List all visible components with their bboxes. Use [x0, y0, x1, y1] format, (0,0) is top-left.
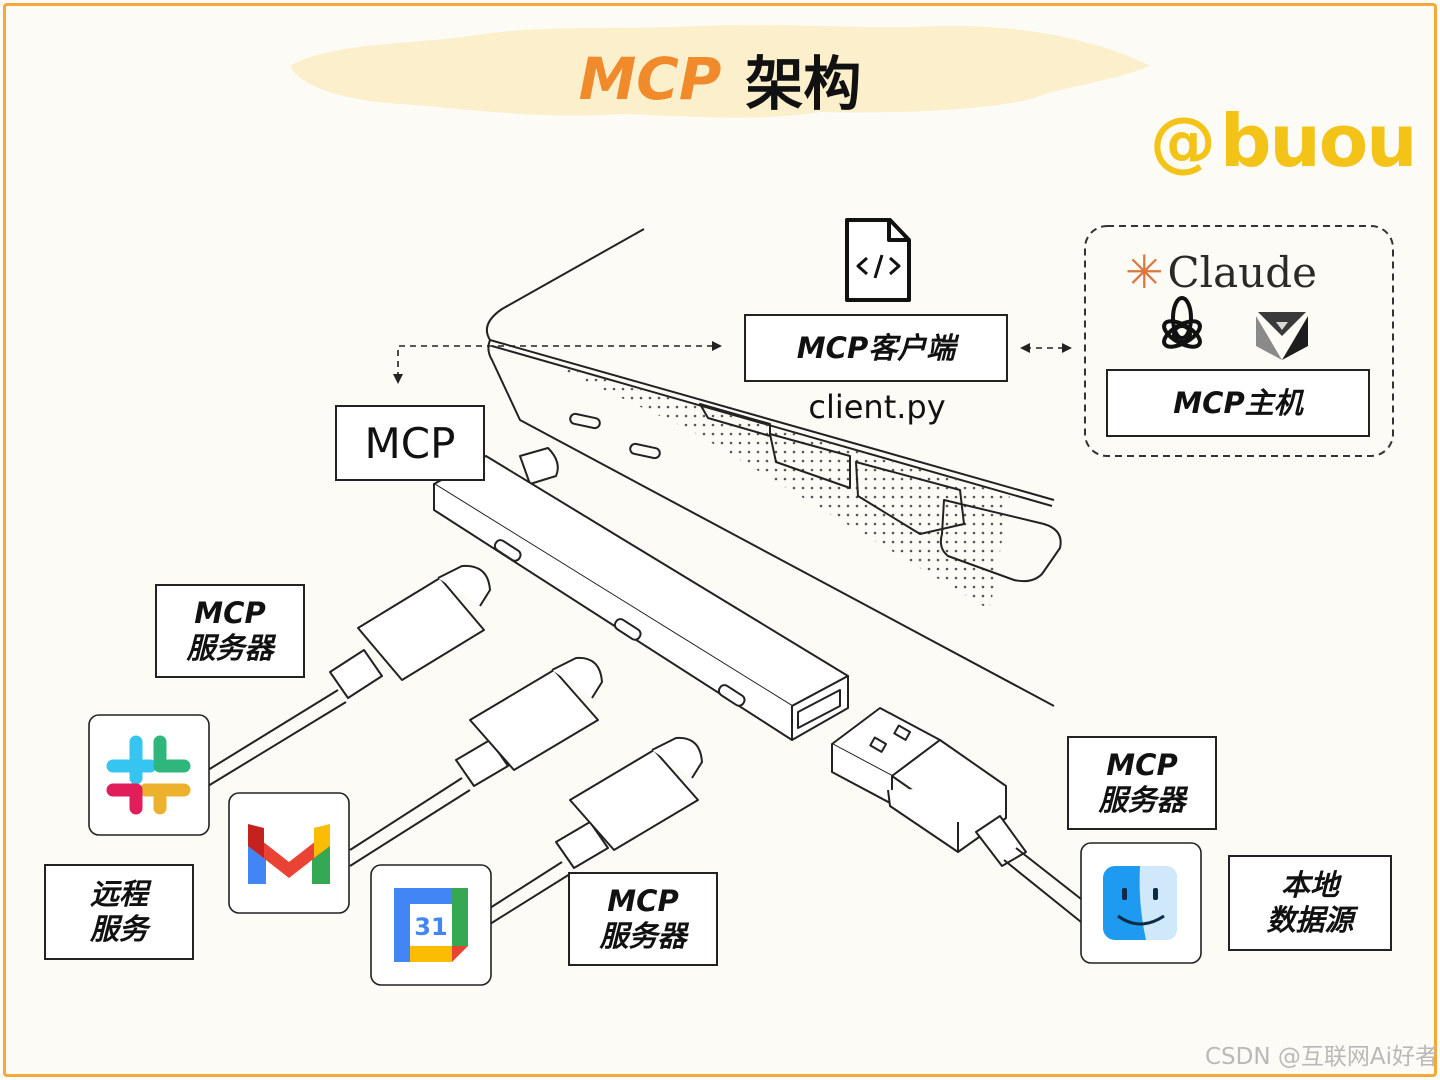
- connector-arrows: [393, 341, 1072, 384]
- watermark-text: CSDN @互联网Ai好者: [1204, 1044, 1438, 1070]
- brand-logo: @ buou: [1150, 96, 1418, 186]
- mcp-client-label: MCP客户端: [796, 330, 956, 365]
- client-filename-text: client.py: [808, 388, 946, 426]
- openai-icon: [1162, 296, 1202, 349]
- server-line1: MCP: [194, 596, 266, 630]
- mcp-host-box: MCP主机: [1106, 369, 1370, 437]
- slack-icon: [106, 735, 191, 815]
- server-line2: 服务器: [186, 631, 274, 665]
- server-line1: MCP: [607, 884, 679, 918]
- mcp-host-label: MCP主机: [1173, 385, 1303, 420]
- mcp-server-box-calendar: MCP 服务器: [568, 872, 718, 966]
- usb-a-plug: [831, 707, 1091, 927]
- connectors: [397, 345, 1066, 378]
- brand-name: buou: [1220, 99, 1418, 183]
- gmail-icon: [248, 824, 330, 884]
- claude-logo: ✳ Claude: [1125, 240, 1340, 304]
- mcp-server-box-slack: MCP 服务器: [155, 584, 305, 678]
- finder-icon: [1103, 866, 1177, 940]
- title-prefix: MCP: [578, 45, 722, 113]
- remote-line2: 服务: [89, 912, 148, 946]
- local-line1: 本地: [1280, 868, 1339, 902]
- mcp-client-box: MCP客户端: [744, 314, 1008, 382]
- grok-icon: [1256, 312, 1308, 360]
- laptop: [486, 228, 1062, 707]
- page-title: MCP 架构: [540, 34, 900, 124]
- mcp-hub-label: MCP: [364, 418, 456, 468]
- host-frame: [1084, 225, 1394, 457]
- remote-line1: 远程: [89, 877, 148, 911]
- mcp-server-box-local: MCP 服务器: [1067, 736, 1217, 830]
- csdn-watermark: CSDN @互联网Ai好者: [1150, 1036, 1438, 1072]
- title-suffix: 架构: [745, 50, 862, 118]
- server-line2: 服务器: [1098, 783, 1186, 817]
- local-line2: 数据源: [1266, 903, 1354, 937]
- title-cloud: [290, 24, 1150, 118]
- google-calendar-icon: 31: [394, 888, 468, 962]
- client-filename: client.py: [760, 380, 994, 434]
- claude-icon: ✳: [1125, 245, 1164, 299]
- usb-c-cables: [207, 564, 703, 925]
- remote-service-box: 远程 服务: [44, 864, 194, 960]
- file-code-icon: [845, 218, 911, 302]
- brand-at: @: [1150, 102, 1216, 180]
- calendar-day: 31: [414, 913, 447, 941]
- usb-hub: [433, 447, 849, 741]
- claude-wordmark: Claude: [1167, 247, 1317, 297]
- mcp-hub-box: MCP: [335, 405, 485, 481]
- server-line2: 服务器: [599, 919, 687, 953]
- local-datasource-box: 本地 数据源: [1228, 855, 1392, 951]
- server-line1: MCP: [1106, 748, 1178, 782]
